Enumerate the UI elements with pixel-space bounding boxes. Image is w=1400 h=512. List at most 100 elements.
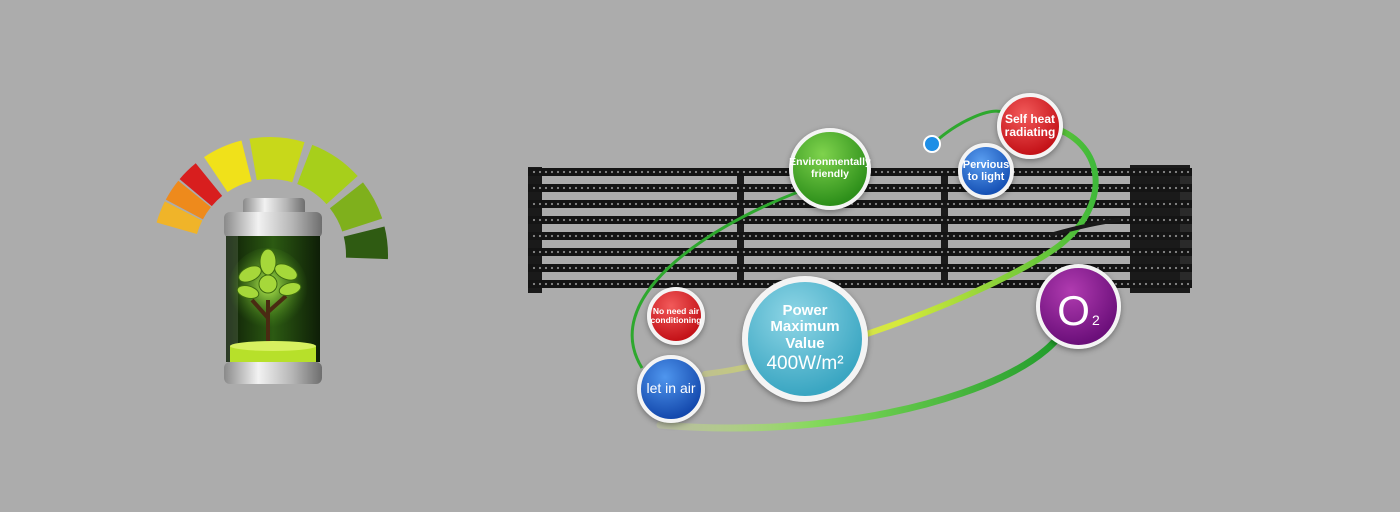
- led-dot: [586, 202, 590, 206]
- led-dot: [556, 266, 560, 270]
- led-dot: [544, 266, 548, 270]
- led-dot: [1054, 186, 1058, 190]
- led-dot: [1060, 250, 1064, 254]
- led-dot: [796, 250, 800, 254]
- led-dot: [730, 250, 734, 254]
- led-dot: [532, 282, 536, 286]
- led-dot: [862, 250, 866, 254]
- led-dot: [826, 266, 830, 270]
- led-dot: [1180, 218, 1184, 222]
- led-dot: [1186, 202, 1190, 206]
- led-dot: [616, 266, 620, 270]
- led-dot: [1126, 202, 1130, 206]
- led-dot: [766, 266, 770, 270]
- led-dot: [832, 218, 836, 222]
- led-dot: [754, 202, 758, 206]
- led-dot: [1126, 234, 1130, 238]
- led-dot: [826, 234, 830, 238]
- led-dot: [778, 250, 782, 254]
- led-dot: [922, 170, 926, 174]
- led-dot: [862, 218, 866, 222]
- led-dot: [622, 170, 626, 174]
- led-dot: [1048, 218, 1052, 222]
- led-dot: [544, 234, 548, 238]
- led-dot: [568, 202, 572, 206]
- led-dot: [892, 250, 896, 254]
- led-dot: [964, 202, 968, 206]
- led-dot: [676, 170, 680, 174]
- led-dot: [1180, 170, 1184, 174]
- led-dot: [592, 266, 596, 270]
- led-dot: [1000, 282, 1004, 286]
- led-dot: [1042, 186, 1046, 190]
- badge-let-in-air: let in air: [637, 355, 705, 423]
- led-dot: [1168, 186, 1172, 190]
- led-dot: [718, 266, 722, 270]
- led-dot: [604, 250, 608, 254]
- led-dot: [610, 266, 614, 270]
- led-dot: [910, 170, 914, 174]
- led-dot: [586, 170, 590, 174]
- led-dot: [1132, 250, 1136, 254]
- panel-bar: [528, 264, 1192, 272]
- led-dot: [994, 266, 998, 270]
- led-dot: [1078, 234, 1082, 238]
- led-dot: [682, 218, 686, 222]
- led-dot: [676, 250, 680, 254]
- led-dot: [1138, 202, 1142, 206]
- led-dot: [1054, 202, 1058, 206]
- led-dot: [1054, 170, 1058, 174]
- led-dot: [1006, 250, 1010, 254]
- led-dot: [568, 186, 572, 190]
- led-dot: [784, 170, 788, 174]
- led-dot: [802, 218, 806, 222]
- badge-label: Environmentally: [789, 156, 871, 169]
- led-dot: [1144, 266, 1148, 270]
- led-dot: [544, 170, 548, 174]
- led-dot: [1180, 250, 1184, 254]
- led-dot: [532, 202, 536, 206]
- led-dot: [1168, 202, 1172, 206]
- led-dot: [838, 250, 842, 254]
- led-dot: [718, 186, 722, 190]
- led-dot: [640, 266, 644, 270]
- led-dot: [598, 250, 602, 254]
- led-dot: [928, 234, 932, 238]
- led-dot: [862, 282, 866, 286]
- led-dot: [1108, 170, 1112, 174]
- led-dot: [1030, 266, 1034, 270]
- led-dot: [1006, 266, 1010, 270]
- led-dot: [952, 234, 956, 238]
- led-dot: [1156, 170, 1160, 174]
- led-dot: [772, 234, 776, 238]
- led-dot: [1090, 218, 1094, 222]
- led-dot: [1036, 170, 1040, 174]
- led-dot: [952, 282, 956, 286]
- led-dot: [790, 202, 794, 206]
- led-dot: [610, 250, 614, 254]
- led-dot: [784, 186, 788, 190]
- led-dot: [1162, 234, 1166, 238]
- gauge-segment: [297, 144, 358, 205]
- led-dot: [1060, 202, 1064, 206]
- gauge-segment: [249, 137, 305, 183]
- led-dot: [922, 250, 926, 254]
- led-dot: [694, 218, 698, 222]
- led-dot: [958, 266, 962, 270]
- led-dot: [652, 250, 656, 254]
- led-dot: [556, 202, 560, 206]
- led-dot: [808, 218, 812, 222]
- led-dot: [1156, 186, 1160, 190]
- led-dot: [1084, 234, 1088, 238]
- led-dot: [916, 186, 920, 190]
- led-dot: [844, 282, 848, 286]
- led-dot: [1024, 186, 1028, 190]
- led-dot: [1024, 170, 1028, 174]
- led-dot: [952, 186, 956, 190]
- led-dot: [640, 202, 644, 206]
- badge-environmentally-friendly: Environmentally friendly: [789, 128, 871, 210]
- led-dot: [964, 266, 968, 270]
- led-dot: [1138, 234, 1142, 238]
- led-dot: [832, 250, 836, 254]
